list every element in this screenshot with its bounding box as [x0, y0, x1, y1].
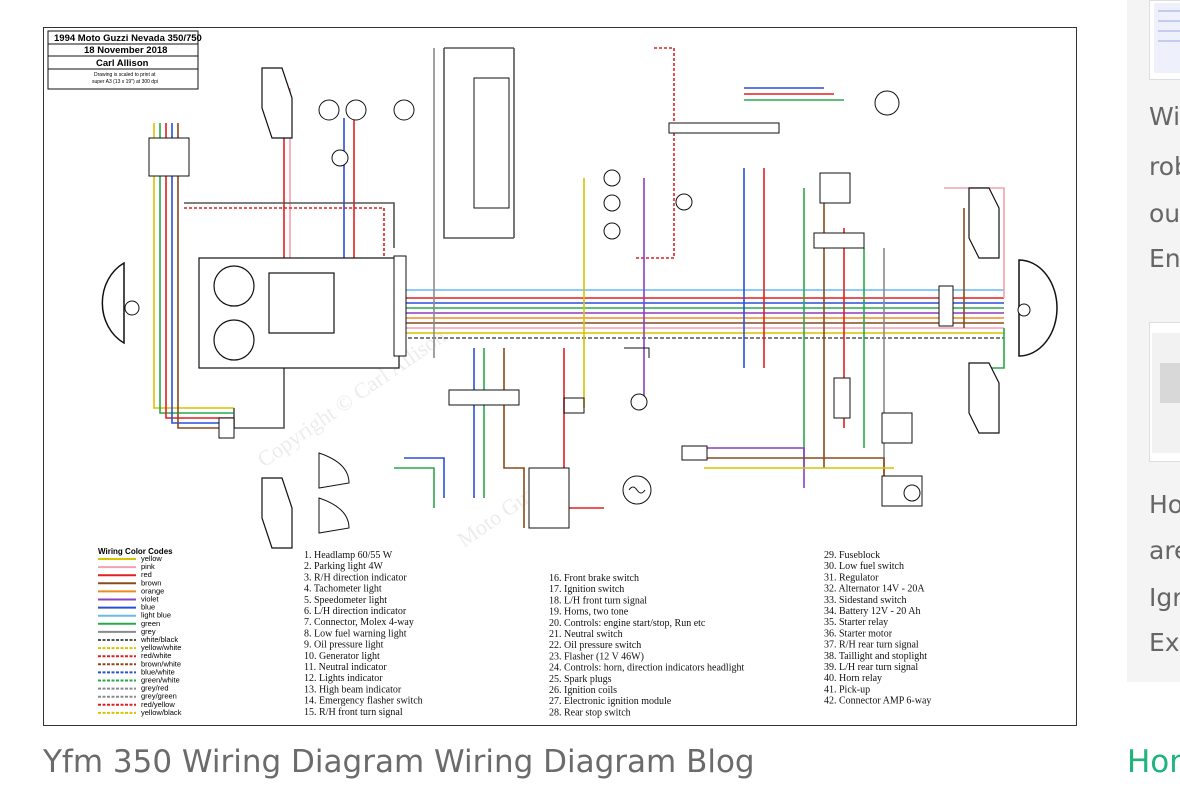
- parts-list-item: 17. Ignition switch: [549, 584, 624, 595]
- parts-list-item: 13. High beam indicator: [304, 684, 402, 695]
- parts-list-item: 10. Generator light: [304, 651, 380, 662]
- headlamp-icon: [101, 261, 140, 345]
- parts-list-item: 42. Connector AMP 6-way: [824, 696, 931, 707]
- parts-list-item: 41. Pick-up: [824, 684, 870, 695]
- parts-list-item: 9. Oil pressure light: [304, 640, 384, 651]
- parts-list-item: 22. Oil pressure switch: [549, 640, 641, 651]
- legend-label: grey/red: [141, 684, 169, 693]
- sidebar-snippet-2-line-4: Exe: [1149, 628, 1180, 657]
- color-legend: Wiring Color Codes yellowpinkredbrownora…: [98, 547, 182, 717]
- sidebar-snippet-1-line-4: En: [1149, 244, 1180, 273]
- title-block-model: 1994 Moto Guzzi Nevada 350/750: [54, 33, 202, 44]
- legend-label: red/yellow: [141, 700, 175, 709]
- parts-list-item: 16. Front brake switch: [549, 573, 639, 584]
- legend-title: Wiring Color Codes: [98, 547, 173, 556]
- legend-label: yellow/white: [141, 643, 181, 652]
- wiring-diagram: Copyright © Carl Allison Moto Guzzi 1994…: [43, 27, 1077, 726]
- legend-label: white/black: [140, 635, 178, 644]
- parts-list-item: 24. Controls: horn, direction indicators…: [549, 663, 744, 674]
- turn-signal-icons: [261, 67, 1000, 549]
- parts-list-item: 11. Neutral indicator: [304, 662, 387, 673]
- legend-label: blue/white: [141, 667, 175, 676]
- parts-list-item: 12. Lights indicator: [304, 673, 383, 684]
- legend-label: pink: [141, 562, 155, 571]
- parts-list-item: 19. Horns, two tone: [549, 607, 629, 618]
- parts-list-item: 39. L/H rear turn signal: [824, 662, 918, 673]
- parts-list-item: 1. Headlamp 60/55 W: [304, 550, 393, 561]
- parts-list-item: 25. Spark plugs: [549, 674, 612, 685]
- title-block-author: Carl Allison: [96, 58, 149, 69]
- legend-label: green: [141, 619, 160, 628]
- legend-label: violet: [141, 595, 159, 604]
- legend-label: grey/green: [141, 692, 177, 701]
- legend-label: yellow/black: [141, 708, 182, 717]
- parts-list-item: 34. Battery 12V - 20 Ah: [824, 606, 920, 617]
- parts-list-item: 6. L/H direction indicator: [304, 606, 407, 617]
- parts-list-item: 5. Speedometer light: [304, 595, 387, 606]
- sidebar-snippet-2-line-1: Ho: [1149, 490, 1180, 519]
- parts-list-item: 31. Regulator: [824, 572, 879, 583]
- legend-label: red: [141, 570, 152, 579]
- instrument-cluster-icon: [198, 257, 400, 369]
- parts-list-item: 38. Taillight and stoplight: [824, 651, 927, 662]
- sidebar-thumbnail-2[interactable]: [1149, 322, 1180, 462]
- legend-label: green/white: [141, 676, 180, 685]
- starter-motor-icon: [903, 484, 921, 502]
- parts-list-item: 7. Connector, Molex 4-way: [304, 617, 414, 628]
- title-block-note-2: super A3 (13 x 19") at 300 dpi: [92, 79, 158, 85]
- sidebar-snippet-2-line-3: Igr: [1149, 583, 1180, 612]
- legend-label: grey: [141, 627, 156, 636]
- sidebar-snippet-2-line-2: are: [1149, 536, 1180, 565]
- parts-list-item: 29. Fuseblock: [824, 550, 880, 561]
- parts-list-item: 2. Parking light 4W: [304, 561, 383, 572]
- taillight-icon: [1017, 259, 1058, 357]
- parts-list-item: 18. L/H front turn signal: [549, 595, 647, 606]
- sidebar-snippet-1-line-3: ou: [1149, 199, 1180, 228]
- parts-list-item: 26. Ignition coils: [549, 685, 617, 696]
- sidebar-thumbnail-1[interactable]: [1149, 0, 1180, 80]
- connector-blocks: [148, 77, 954, 529]
- legend-label: red/white: [141, 651, 171, 660]
- legend-label: brown/white: [141, 659, 181, 668]
- parts-list-item: 3. R/H direction indicator: [304, 572, 407, 583]
- alternator-icon: [622, 475, 652, 505]
- parts-list-item: 33. Sidestand switch: [824, 595, 907, 606]
- parts-list-item: 32. Alternator 14V - 20A: [824, 584, 925, 595]
- parts-list-item: 37. R/H rear turn signal: [824, 640, 919, 651]
- parts-list-item: 20. Controls: engine start/stop, Run etc: [549, 618, 706, 629]
- parts-list-item: 4. Tachometer light: [304, 584, 382, 595]
- title-block-date: 18 November 2018: [84, 45, 167, 56]
- sidebar-snippet-1-line-1: Wi: [1149, 102, 1180, 131]
- stop-switch-icon: [563, 347, 650, 414]
- parts-list-item: 28. Rear stop switch: [549, 707, 631, 718]
- sidebar-link[interactable]: Hon: [1127, 744, 1180, 780]
- legend-label: brown: [141, 578, 161, 587]
- parts-list-item: 40. Horn relay: [824, 673, 882, 684]
- thumbnail-image-icon: [1152, 333, 1180, 453]
- lamp-icons: [318, 90, 900, 411]
- horn-icons: [318, 452, 350, 534]
- sidebar-snippet-1-line-2: rob: [1149, 152, 1180, 181]
- legend-label: yellow: [141, 554, 162, 563]
- parts-list-item: 15. R/H front turn signal: [304, 707, 403, 718]
- legend-label: blue: [141, 603, 155, 612]
- image-caption[interactable]: Yfm 350 Wiring Diagram Wiring Diagram Bl…: [43, 744, 755, 780]
- legend-label: orange: [141, 586, 164, 595]
- parts-list-item: 23. Flasher (12 V 46W): [549, 651, 644, 662]
- parts-list-item: 35. Starter relay: [824, 617, 888, 628]
- legend-label: light blue: [141, 611, 171, 620]
- parts-list-item: 27. Electronic ignition module: [549, 696, 672, 707]
- parts-list: 1. Headlamp 60/55 W2. Parking light 4W3.…: [304, 550, 931, 718]
- parts-list-item: 8. Low fuel warning light: [304, 628, 407, 639]
- parts-list-item: 21. Neutral switch: [549, 629, 623, 640]
- parts-list-item: 36. Starter motor: [824, 628, 893, 639]
- title-block: 1994 Moto Guzzi Nevada 350/750 18 Novemb…: [47, 30, 202, 90]
- thumbnail-image-icon: [1154, 3, 1180, 73]
- parts-list-item: 30. Low fuel switch: [824, 561, 904, 572]
- title-block-note-1: Drawing is scaled to print at: [94, 72, 156, 78]
- parts-list-item: 14. Emergency flasher switch: [304, 696, 423, 707]
